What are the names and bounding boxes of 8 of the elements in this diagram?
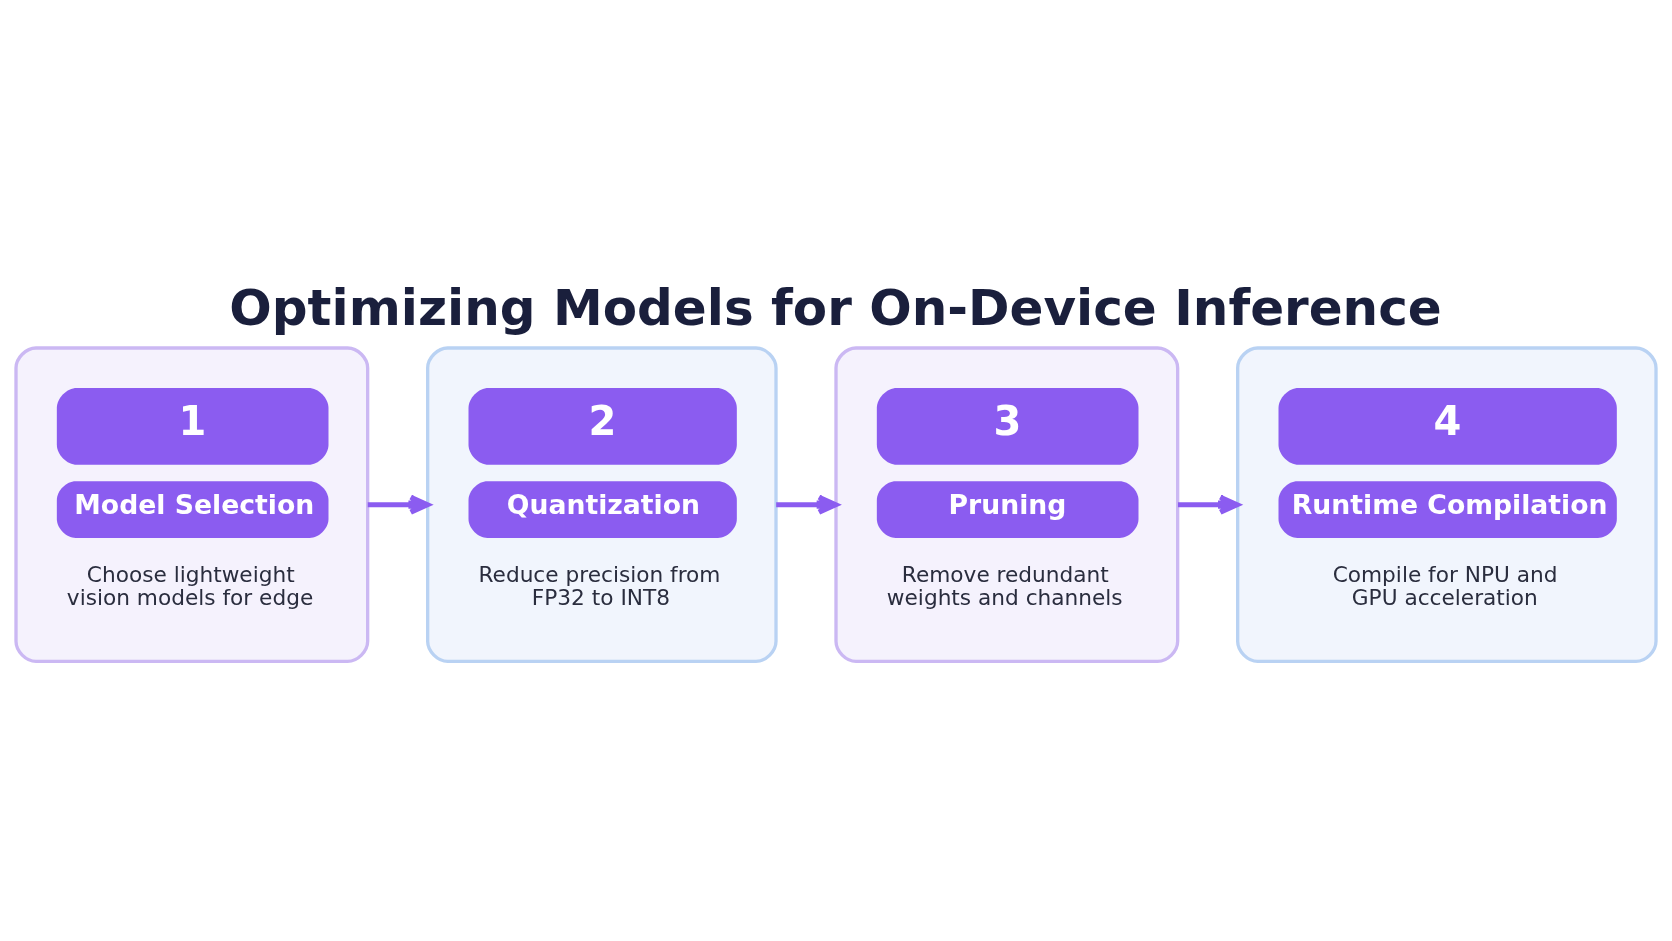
diagram-title: Optimizing Models for On-Device Inference	[229, 278, 1442, 337]
node-box: 4 Runtime Compilation Compile for NPU and GPU acceleration	[1236, 346, 1658, 663]
node-box: 3 Pruning Remove redundant weights and channels	[834, 346, 1180, 663]
node-box: 2 Quantization Reduce precision from FP32 to INT8	[426, 346, 778, 663]
arrow	[367, 494, 431, 515]
node-box: 1 Model Selection Choose lightweight vision models for edge	[14, 346, 370, 663]
arrow	[1177, 494, 1240, 515]
arrow	[776, 494, 839, 515]
